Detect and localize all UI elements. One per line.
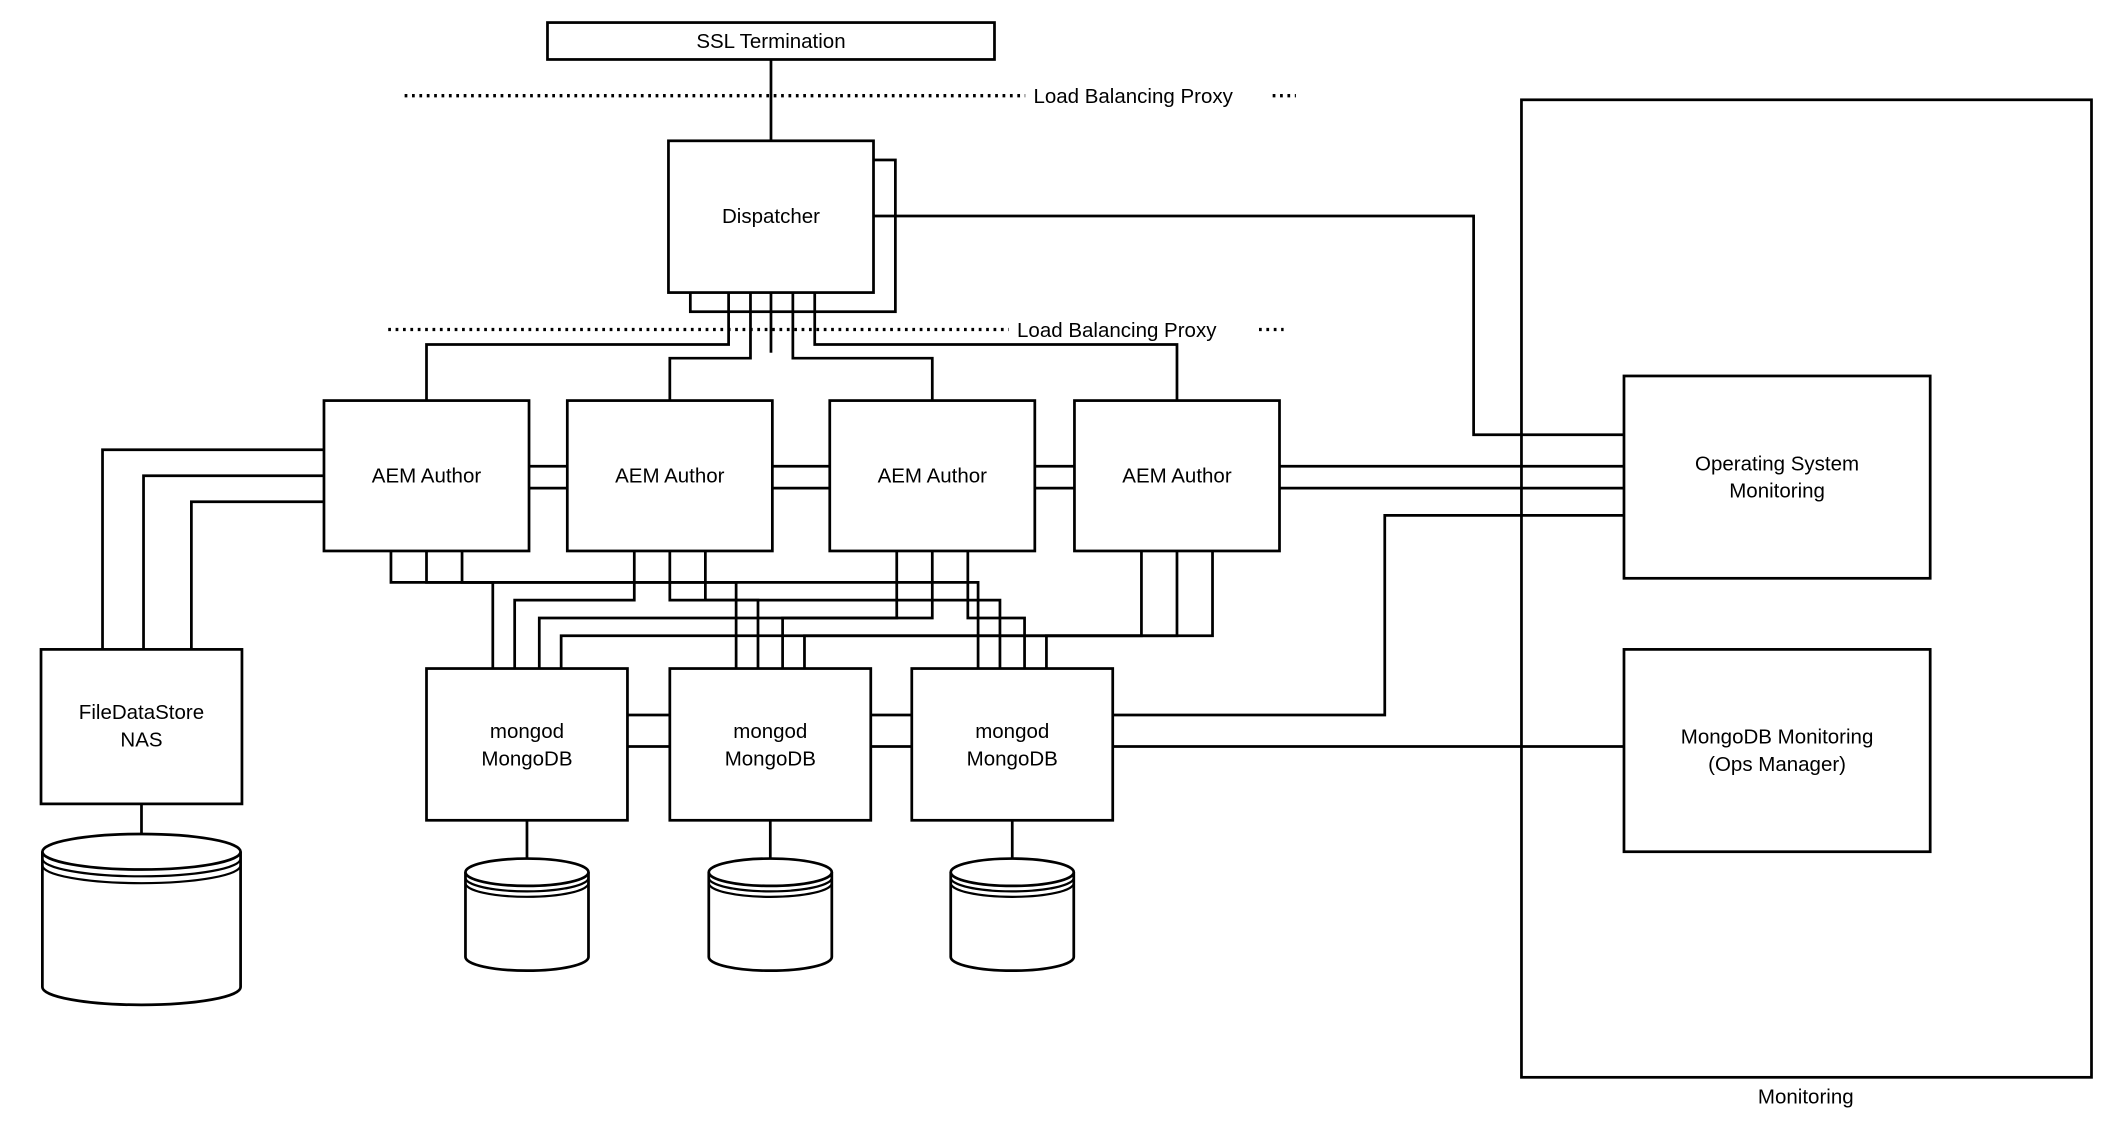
os-monitoring-node [1622, 374, 1932, 580]
mongod-label-1-line2: MongoDB [481, 748, 572, 771]
wire-author-to-mongod [559, 550, 1143, 669]
aem-author-label-1: AEM Author [372, 465, 482, 488]
mongod-label-1-line1: mongod [490, 720, 564, 743]
wire-author-to-mongod [704, 550, 1002, 669]
wire-author-to-mongod [966, 550, 1026, 669]
wire-dispatcher-to-author-3 [791, 292, 934, 401]
wire-author-to-nas [101, 448, 324, 650]
ssl-termination-label: SSL Termination [696, 30, 845, 53]
wire-author-to-mongod [537, 550, 899, 669]
load-balancer-label-middle: Load Balancing Proxy [1017, 319, 1217, 342]
monitoring-group-label: Monitoring [1758, 1085, 1854, 1108]
monitoring-group-box [1520, 98, 2093, 1079]
filedatastore-nas-label-line2: NAS [120, 728, 162, 751]
wire-author-to-mongod [781, 550, 934, 669]
wire-author-to-mongod [389, 550, 495, 669]
wire-mongod-to-os-monitoring [1112, 514, 1624, 717]
wire-author-to-mongod [425, 550, 738, 669]
wire-dispatcher-to-author-1 [425, 292, 730, 401]
wire-author-to-nas [142, 474, 324, 650]
wire-author-to-nas [190, 500, 324, 650]
mongod-label-3-line2: MongoDB [967, 748, 1058, 771]
mongodb-monitoring-label-line1: MongoDB Monitoring [1681, 726, 1874, 749]
aem-author-label-3: AEM Author [878, 465, 988, 488]
os-monitoring-label-line1: Operating System [1695, 452, 1859, 475]
wire-author-to-mongod [460, 550, 980, 669]
wire-author-to-mongod [668, 550, 760, 669]
wire-dispatcher-to-author-2 [668, 292, 752, 401]
nas-database-cylinder [41, 832, 242, 1007]
wire-author-to-mongod [803, 550, 1179, 669]
mongod-database-cylinder-3 [949, 857, 1076, 973]
mongod-node-1 [425, 667, 629, 822]
wire-author-to-mongod [513, 550, 636, 669]
mongod-label-2-line2: MongoDB [725, 748, 816, 771]
mongodb-monitoring-node [1622, 648, 1932, 854]
aem-author-node-3 [828, 399, 1037, 553]
load-balancer-label-top: Load Balancing Proxy [1033, 85, 1233, 108]
filedatastore-nas-label-line1: FileDataStore [79, 701, 204, 724]
wire-dispatcher-to-os-monitoring [873, 214, 1624, 437]
mongod-label-2-line1: mongod [733, 720, 807, 743]
aem-author-label-2: AEM Author [615, 465, 725, 488]
mongod-node-2 [668, 667, 873, 822]
filedatastore-nas-node [39, 648, 244, 806]
connectors [101, 59, 1624, 859]
wire-author-to-mongod [1045, 550, 1214, 669]
mongodb-monitoring-label-line2: (Ops Manager) [1708, 753, 1846, 776]
aem-author-node-1 [322, 399, 531, 553]
wire-dispatcher-to-author-4 [813, 292, 1179, 401]
dispatcher-label: Dispatcher [722, 205, 820, 228]
aem-author-label-4: AEM Author [1122, 465, 1232, 488]
mongod-database-cylinder-1 [464, 857, 590, 973]
mongod-node-3 [910, 667, 1115, 822]
os-monitoring-label-line2: Monitoring [1729, 480, 1825, 503]
mongod-label-3-line1: mongod [975, 720, 1049, 743]
mongod-database-cylinder-2 [707, 857, 834, 973]
